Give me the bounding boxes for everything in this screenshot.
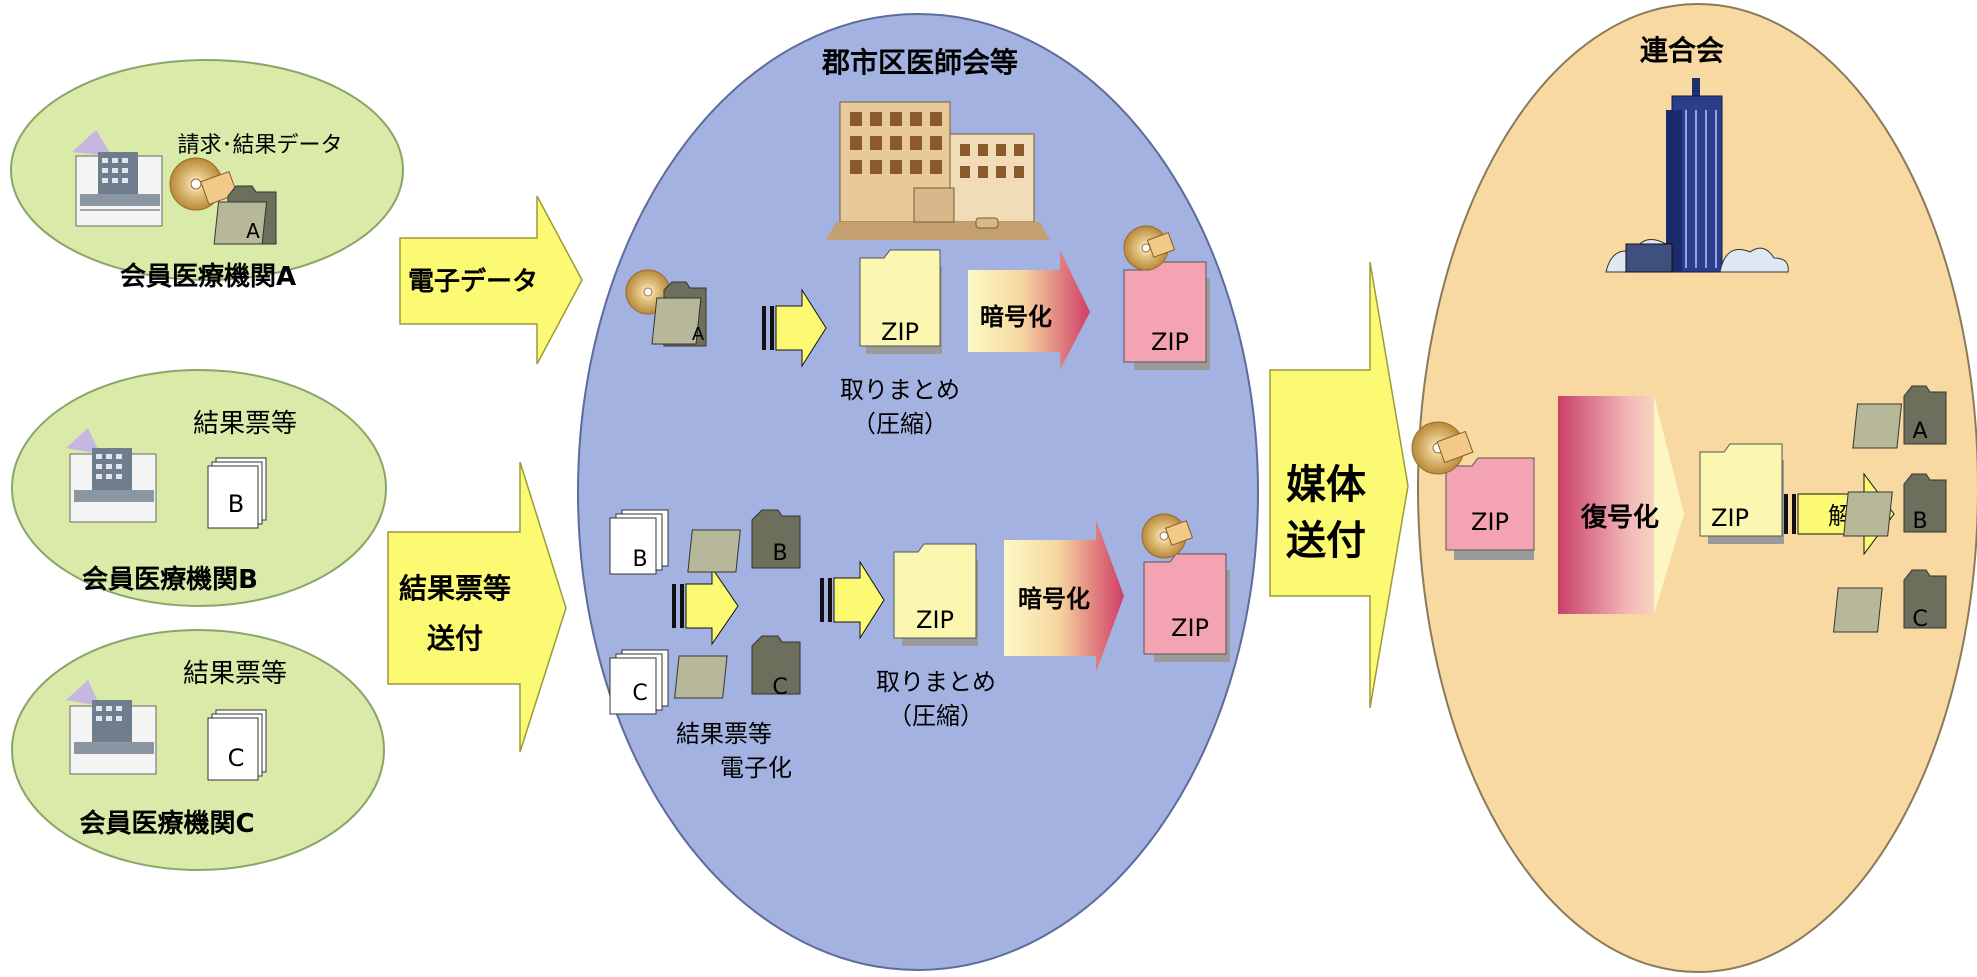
media-send-arrow: 媒体 送付 (1269, 261, 1409, 709)
hospital-icon (72, 130, 163, 227)
arrow-right-icon (672, 566, 739, 646)
results-send-label-2: 送付 (427, 622, 483, 655)
folder-icon (674, 635, 801, 699)
media-send-label-2: 送付 (1286, 518, 1366, 564)
district-ellipse (577, 13, 1259, 971)
district-top-row: A ZIP 暗号化 ZIP 取り (625, 225, 1210, 438)
federation-ellipse (1417, 3, 1977, 973)
media-send-label-1: 媒体 (1286, 462, 1366, 508)
federation-decrypt: 復号化 (1580, 502, 1659, 533)
district-top-zip-enc: ZIP (1151, 328, 1189, 356)
member-c-name: 会員医療機関C (79, 809, 254, 839)
document-stack-icon (609, 509, 669, 575)
decrypt-arrow (1558, 396, 1684, 614)
member-a-name: 会員医療機関A (120, 262, 296, 292)
district-top-compress-2: （圧縮） (852, 410, 948, 438)
encrypt-arrow (968, 250, 1090, 370)
federation-out-a: A (1912, 419, 1927, 444)
results-send-label-1: 結果票等 (399, 572, 511, 605)
district-top-encrypt: 暗号化 (980, 303, 1052, 331)
results-send-arrow: 結果票等 送付 (387, 461, 567, 753)
district-title: 郡市区医師会等 (821, 46, 1018, 79)
federation-title: 連合会 (1640, 34, 1724, 67)
district-bottom-zip: ZIP (916, 606, 954, 634)
federation-zip: ZIP (1711, 504, 1749, 532)
district-top-zip: ZIP (881, 318, 919, 346)
federation-group: 連合会 ZIP 復号化 ZIP (1411, 3, 1977, 973)
district-bottom-compress-2: （圧縮） (888, 702, 984, 730)
member-b-doc-letter: B (228, 490, 244, 518)
member-a-doc-letter: A (246, 219, 260, 243)
district-bottom-doc-c: C (632, 681, 647, 706)
zip-folder-icon (893, 543, 978, 646)
document-stack-icon (207, 709, 267, 781)
member-b-ellipse (11, 369, 387, 607)
zip-folder-icon (859, 249, 942, 354)
skyscraper-icon (1605, 78, 1789, 273)
folder-icon (1852, 385, 1947, 449)
member-b-name: 会員医療機関B (82, 565, 258, 595)
office-building-icon (826, 101, 1050, 240)
member-c-doc-letter: C (228, 744, 245, 772)
arrow-right-icon (820, 560, 885, 640)
district-bottom-digitize-1: 結果票等 (676, 720, 772, 748)
hospital-icon (66, 428, 157, 523)
folder-icon (1843, 473, 1947, 537)
encrypt-arrow (1004, 520, 1124, 672)
federation-out-c: C (1912, 607, 1927, 632)
electronic-data-arrow: 電子データ (399, 195, 583, 365)
hospital-icon (66, 680, 157, 775)
district-bottom-encrypt: 暗号化 (1018, 585, 1090, 613)
district-top-folder-letter: A (692, 324, 705, 345)
district-top-compress-1: 取りまとめ (840, 376, 960, 404)
district-bottom-zip-enc: ZIP (1171, 614, 1209, 642)
member-b-caption: 結果票等 (193, 409, 297, 439)
district-bottom-folder-b: B (772, 541, 787, 566)
member-a-group: 請求･結果データ A 会員医療機関A (10, 59, 404, 292)
district-bottom-compress-1: 取りまとめ (876, 668, 996, 696)
district-bottom-row: B C B C (609, 509, 1230, 782)
arrow-right-icon (762, 288, 827, 368)
member-c-ellipse (11, 629, 385, 871)
folder-icon (687, 509, 801, 573)
federation-out-b: B (1912, 509, 1927, 534)
zip-encrypted-folder-icon (1141, 513, 1230, 662)
member-b-group: 結果票等 B 会員医療機関B (11, 369, 387, 607)
member-c-group: 結果票等 C 会員医療機関C (11, 629, 385, 871)
cd-folder-icon (625, 269, 707, 347)
district-bottom-folder-c: C (772, 675, 787, 700)
folder-icon (1833, 569, 1947, 633)
federation-zip-enc: ZIP (1471, 508, 1509, 536)
district-bottom-digitize-2: 電子化 (720, 754, 792, 782)
member-a-caption: 請求･結果データ (177, 133, 342, 158)
zip-encrypted-folder-icon (1411, 421, 1535, 560)
district-group: 郡市区医師会等 A (577, 13, 1259, 971)
zip-folder-icon (1699, 443, 1784, 544)
member-c-caption: 結果票等 (183, 659, 287, 689)
document-stack-icon (609, 649, 669, 715)
cd-folder-icon (169, 157, 277, 245)
zip-encrypted-folder-icon (1123, 225, 1210, 370)
district-bottom-doc-b: B (632, 547, 647, 572)
electronic-data-label: 電子データ (408, 266, 538, 297)
document-stack-icon (207, 457, 267, 529)
